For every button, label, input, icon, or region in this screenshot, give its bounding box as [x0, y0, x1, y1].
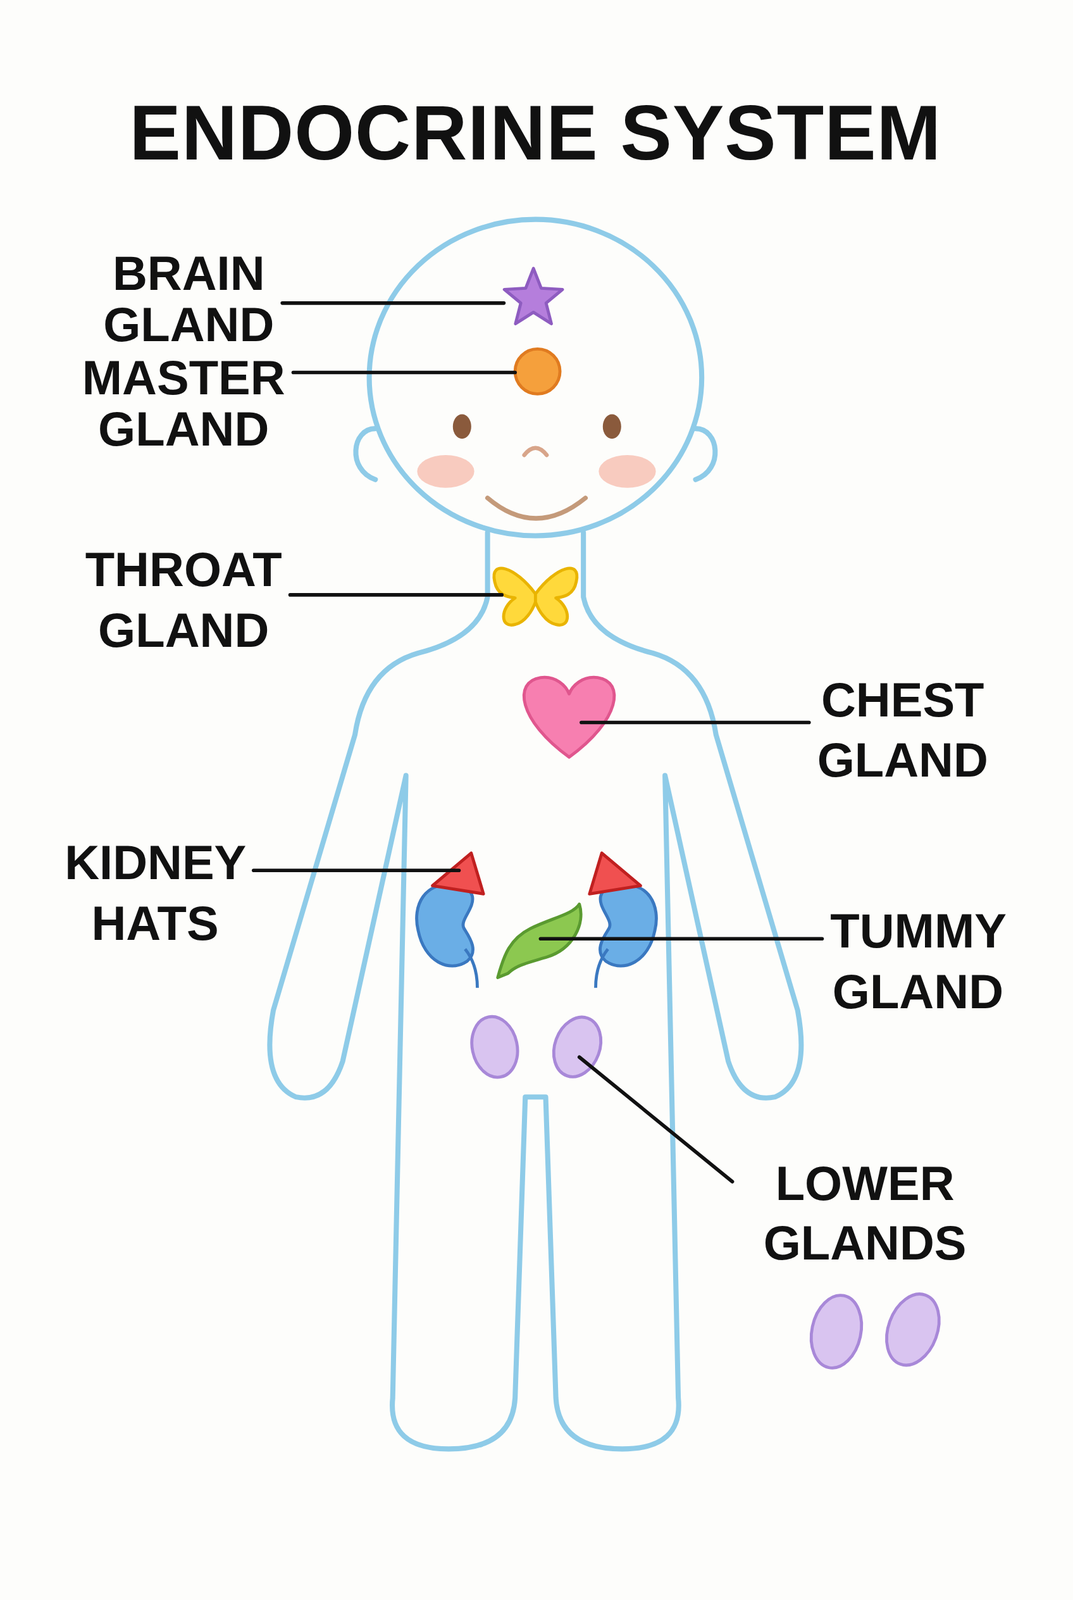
gland-label: CHEST GLAND: [817, 669, 989, 790]
eye: [602, 414, 622, 440]
thyroid-butterfly: [494, 568, 577, 626]
leader-lines: [253, 303, 823, 1182]
leader-line: [579, 1056, 733, 1182]
head-outline: [369, 219, 703, 536]
kidney-left: [416, 852, 484, 988]
gland-label: MASTER GLAND: [82, 351, 286, 455]
pancreas-leaf: [497, 903, 581, 977]
pineal-star: [504, 268, 563, 324]
pituitary-dot: [514, 348, 560, 394]
gland-label: LOWER GLANDS: [763, 1153, 967, 1273]
leader-line: [282, 301, 504, 305]
body-outline: [269, 532, 801, 1449]
eye: [452, 414, 472, 440]
leader-line: [540, 936, 822, 941]
smile: [487, 497, 586, 519]
thymus-heart: [523, 676, 615, 757]
leader-line: [253, 868, 460, 872]
ear: [355, 428, 376, 480]
diagram-title: ENDOCRINE SYSTEM: [129, 88, 943, 178]
ear: [695, 428, 715, 480]
gland-label: KIDNEY HATS: [64, 831, 246, 954]
cheek: [598, 454, 656, 488]
gland-label: BRAIN GLAND: [103, 247, 274, 350]
gland-label: TUMMY GLAND: [830, 900, 1006, 1022]
gland-label: THROAT GLAND: [85, 539, 283, 661]
cheek: [416, 454, 474, 488]
leader-line: [581, 720, 810, 725]
leader-line: [290, 592, 503, 597]
nose: [524, 447, 547, 455]
leader-line: [293, 370, 516, 375]
kidney-right: [589, 852, 657, 988]
